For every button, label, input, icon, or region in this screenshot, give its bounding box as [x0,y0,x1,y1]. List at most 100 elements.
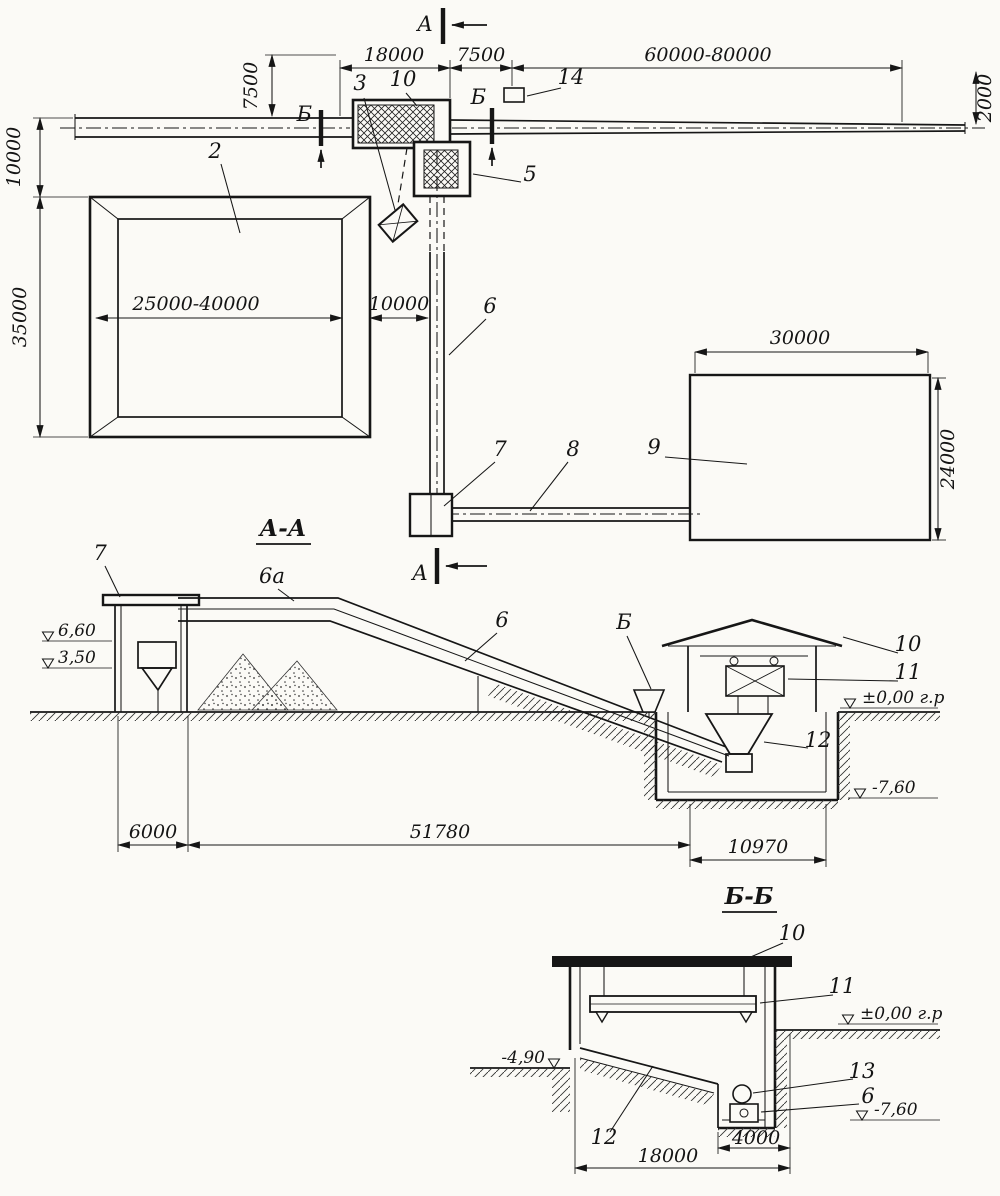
aa-gallery [178,597,735,777]
aa-elevation-660: 6,60 [41,621,112,643]
railway-track [60,114,985,140]
aa-callout-10-text: 10 [895,632,922,656]
callout-6-plan: 6 [448,294,497,356]
callout-text-7-plan: 7 [493,437,507,461]
aa-dim-6000-text: 6000 [129,821,177,843]
callout-10-plan: 10 [390,67,418,107]
bb-callout-11: 11 [759,974,855,1004]
bb-ground-right [775,1029,940,1128]
section-letter-b-left: Б [296,102,312,126]
aa-elev-m760-text: -7,60 [872,778,916,798]
dim-18000: 18000 [338,44,452,116]
aa-callout-6: 6 [464,608,509,662]
dim-text-35000: 35000 [9,287,31,347]
section-marker-b-left: Б [296,102,325,168]
drive-unit-6 [729,1103,759,1123]
aa-elev-000-text: ±0,00 г.р [862,688,944,708]
aa-callout-11: 11 [787,660,922,684]
aa-callout-6a-text: 6а [259,564,285,588]
aa-tower-7 [101,593,201,712]
bb-callout-12: 12 [591,1065,654,1149]
dim-text-7500-left: 7500 [240,62,262,110]
callout-14: 14 [526,65,585,97]
bb-dim-4000-text: 4000 [731,1127,780,1149]
callout-text-10-plan: 10 [390,67,417,91]
storage-area-2 [88,195,372,439]
warehouse-9 [688,373,932,542]
bb-roof-slab [552,956,792,996]
section-letter-b-right: Б [470,85,486,109]
aa-callout-11-text: 11 [895,660,922,684]
aa-headhouse-10 [661,618,843,714]
dashed-connectors [397,147,445,252]
dim-35000: 35000 [9,195,88,439]
dim-2000: 2000 [972,70,996,126]
bb-callout-6: 6 [760,1084,875,1113]
callout-text-14: 14 [558,65,585,89]
dim-10000-left: 10000 [3,116,88,199]
aa-callout-12-text: 12 [805,728,832,752]
aa-callout-b: Б [615,610,652,690]
bb-callout-10: 10 [745,921,806,960]
signal-box-14 [503,87,525,103]
bb-elev-m490-text: -4,90 [501,1048,545,1068]
bb-ground-left [470,1067,570,1112]
bb-elev-m760-text: -7,60 [874,1100,918,1120]
section-aa: А-А [30,515,944,867]
callout-text-5: 5 [523,162,536,186]
callout-7-plan: 7 [443,437,507,507]
aa-pit [644,712,850,809]
bb-dim-18000-text: 18000 [638,1145,698,1167]
pulley-13 [732,1084,752,1104]
aa-callout-6-text: 6 [495,608,508,632]
callout-5: 5 [472,162,537,186]
aa-elevation-000: ±0,00 г.р [840,688,944,710]
dim-text-7500-top: 7500 [457,44,505,66]
bb-elevation-m490: -4,90 [501,1048,561,1070]
dim-25000-40000: 25000-40000 [94,293,344,322]
bb-callout-13: 13 [752,1059,876,1094]
dim-10000-mid: 10000 [369,293,429,322]
aa-dim-10970-text: 10970 [728,836,788,858]
aa-ground [30,711,940,721]
dim-text-30000: 30000 [770,327,830,349]
aa-title: А-А [256,515,311,545]
dim-text-10000-left: 10000 [3,127,25,187]
dim-text-24000: 24000 [937,429,959,490]
bb-elev-000-text: ±0,00 г.р [860,1004,942,1024]
elevation-mark-icon [547,1058,561,1070]
dim-text-10000-mid: 10000 [369,293,429,315]
bb-elevation-000: ±0,00 г.р [838,1004,942,1026]
bb-callout-13-text: 13 [849,1059,876,1083]
dim-text-2000: 2000 [974,74,996,123]
aa-callout-6a: 6а [259,564,295,602]
bb-title-text: Б-Б [724,883,774,910]
aa-callout-b-text: Б [615,610,631,634]
elevation-mark-icon [841,1014,855,1026]
elevation-mark-icon [855,1110,869,1122]
conveyor-8-plan [444,507,700,522]
bb-inclined-floor-12 [579,1047,719,1105]
plan-view: А А Б Б 18000 7500 [3,8,996,585]
callout-text-6-plan: 6 [483,294,496,318]
dim-30000: 30000 [693,327,930,373]
bb-callout-10-text: 10 [779,921,806,945]
receiving-hopper-5 [412,140,472,198]
unloading-building-plan [351,98,452,150]
aa-elevation-350: 3,50 [41,648,112,670]
callout-text-3: 3 [353,71,366,95]
dim-7500-left: 7500 [240,53,336,118]
callout-2: 2 [207,139,241,234]
transfer-node-7-plan [408,492,454,538]
section-marker-b-right: Б [470,85,496,166]
aa-callout-10: 10 [842,632,922,656]
elevation-mark-icon [41,631,55,643]
callout-3: 3 [353,71,396,211]
callout-8: 8 [529,437,580,512]
dim-text-25000-40000: 25000-40000 [131,293,259,315]
section-marker-a-top: А [415,8,487,44]
bb-title: Б-Б [722,883,777,913]
section-letter-a-bottom: А [410,561,428,585]
dim-text-18000: 18000 [364,44,424,66]
